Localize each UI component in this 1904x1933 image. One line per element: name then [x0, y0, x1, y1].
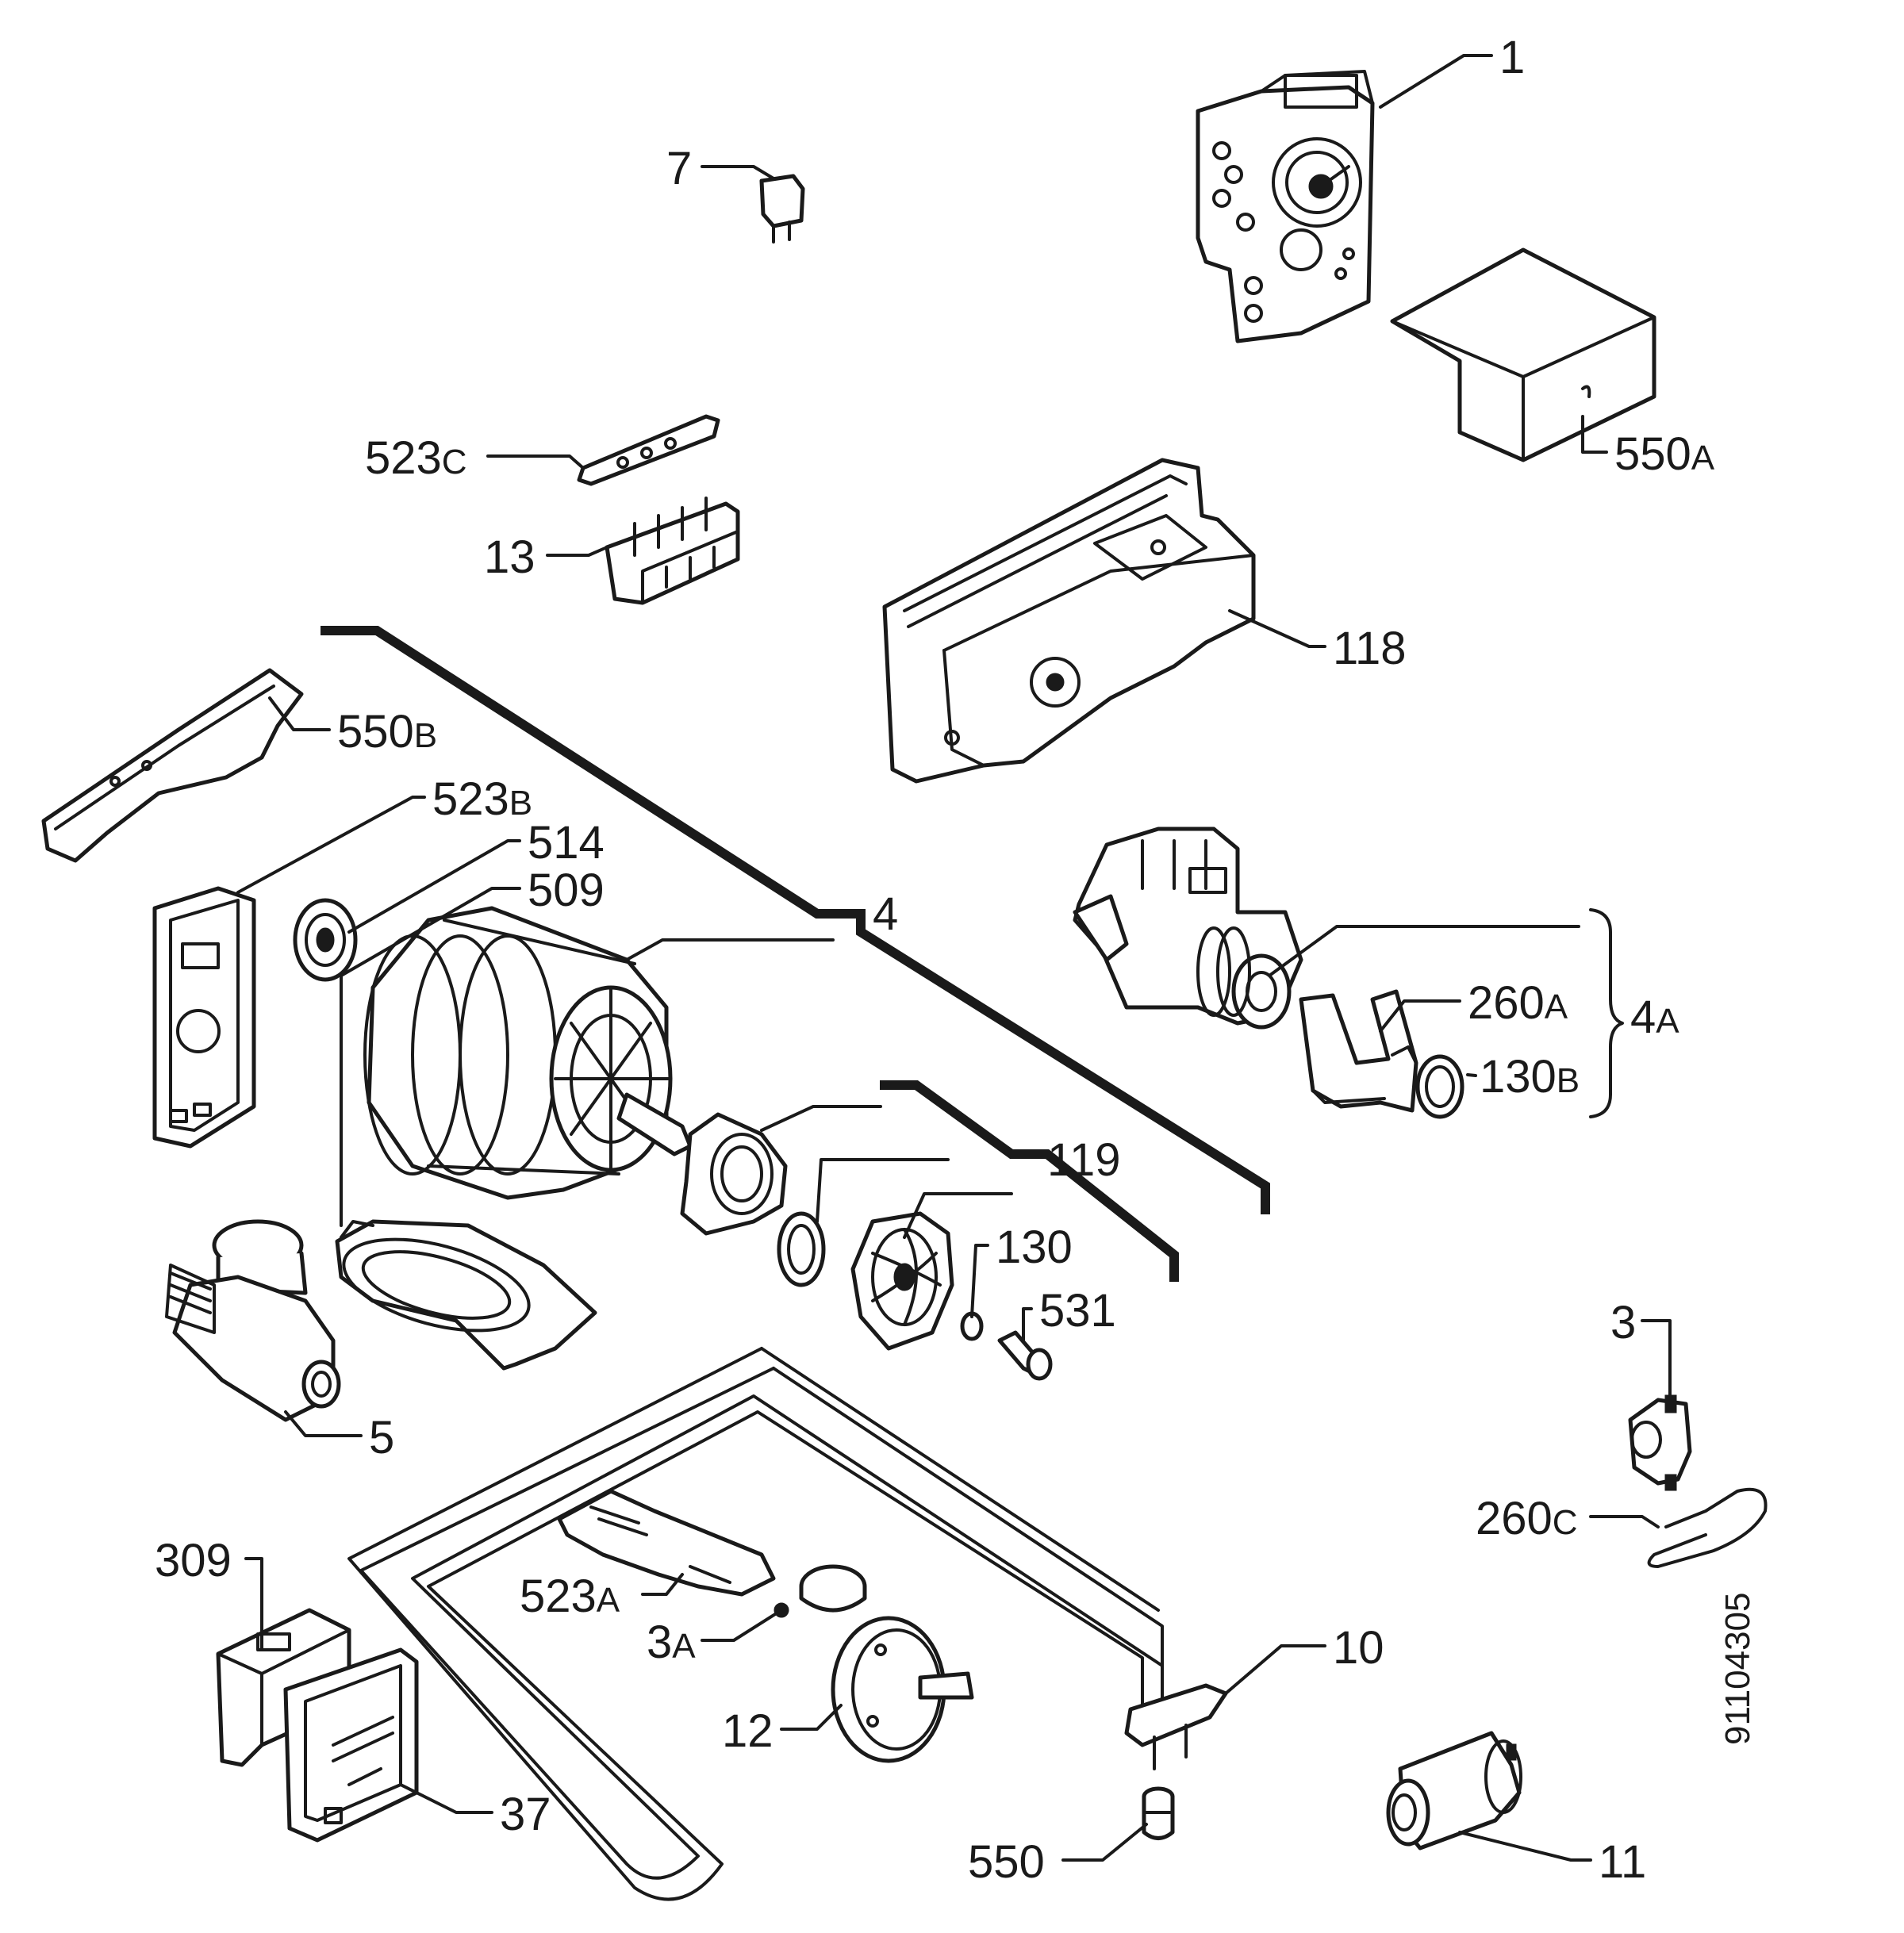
- label-4a: 4A: [1630, 991, 1679, 1043]
- label-523a: 523A: [520, 1571, 620, 1622]
- part-4a-inlet-valve: [1073, 827, 1303, 1030]
- part-514-wheel: [293, 898, 358, 982]
- part-4-seal-housing: [680, 1112, 788, 1236]
- part-10-heating-element: [347, 1347, 1228, 1901]
- part-37-module: [283, 1647, 419, 1843]
- part-118-dispenser: [882, 458, 1256, 784]
- diagram-code: 91104305: [1718, 1593, 1757, 1746]
- label-309: 309: [155, 1535, 232, 1586]
- label-118: 118: [1333, 623, 1406, 674]
- part-550b-cover-plate: [41, 668, 304, 863]
- part-130b-seal-ring: [1415, 1054, 1464, 1119]
- part-523c-bracket: [577, 414, 720, 486]
- label-130: 130: [996, 1222, 1073, 1273]
- group-4-bracket-line: [321, 626, 1270, 1214]
- part-1-timer: [1196, 70, 1375, 343]
- part-523a-bracket: [557, 1489, 776, 1597]
- label-130b: 130B: [1480, 1051, 1580, 1103]
- part-523b-switch-panel: [152, 886, 256, 1149]
- label-550b: 550B: [337, 706, 437, 757]
- label-523b: 523B: [432, 773, 532, 825]
- label-3: 3: [1610, 1297, 1636, 1348]
- label-4: 4: [873, 888, 898, 940]
- label-531: 531: [1039, 1285, 1116, 1337]
- part-3-safety-switch: [1628, 1394, 1692, 1491]
- part-7-clip: [759, 174, 805, 244]
- part-509-motor: [363, 906, 693, 1200]
- leader-lines: [236, 54, 1672, 1862]
- label-13: 13: [484, 531, 536, 583]
- part-550-fitting: [1142, 1786, 1175, 1840]
- part-5-drain-pump: [165, 1219, 341, 1422]
- label-11: 11: [1599, 1836, 1646, 1888]
- group-119-bracket-line: [880, 1080, 1179, 1282]
- part-119-impeller: [850, 1211, 954, 1351]
- part-550a-cover-box: [1390, 247, 1656, 462]
- group-4a-brace: [1589, 908, 1624, 1118]
- label-514: 514: [528, 817, 605, 869]
- part-4-collar: [777, 1211, 826, 1287]
- label-509: 509: [528, 865, 605, 916]
- part-531-screw: [997, 1330, 1053, 1381]
- label-12: 12: [722, 1705, 774, 1757]
- label-1: 1: [1499, 32, 1525, 83]
- label-5: 5: [369, 1412, 394, 1463]
- part-3a-thermostat: [774, 1564, 867, 1618]
- part-509-seal-ring: [335, 1219, 597, 1371]
- label-260c: 260C: [1476, 1493, 1578, 1544]
- label-10: 10: [1333, 1622, 1384, 1674]
- part-13-terminal-block: [605, 497, 740, 605]
- label-37: 37: [500, 1789, 551, 1840]
- label-550a: 550A: [1614, 428, 1715, 480]
- part-260c-spring-clip: [1647, 1487, 1768, 1568]
- label-260a: 260A: [1468, 977, 1568, 1029]
- label-550: 550: [968, 1836, 1045, 1888]
- label-523c: 523C: [365, 432, 467, 484]
- part-309-housing: [216, 1608, 351, 1767]
- label-3a: 3A: [647, 1617, 696, 1668]
- label-7: 7: [666, 143, 692, 194]
- part-12-pressure-switch: [831, 1616, 974, 1763]
- part-11-capacitor: [1386, 1731, 1522, 1851]
- label-119: 119: [1047, 1134, 1120, 1186]
